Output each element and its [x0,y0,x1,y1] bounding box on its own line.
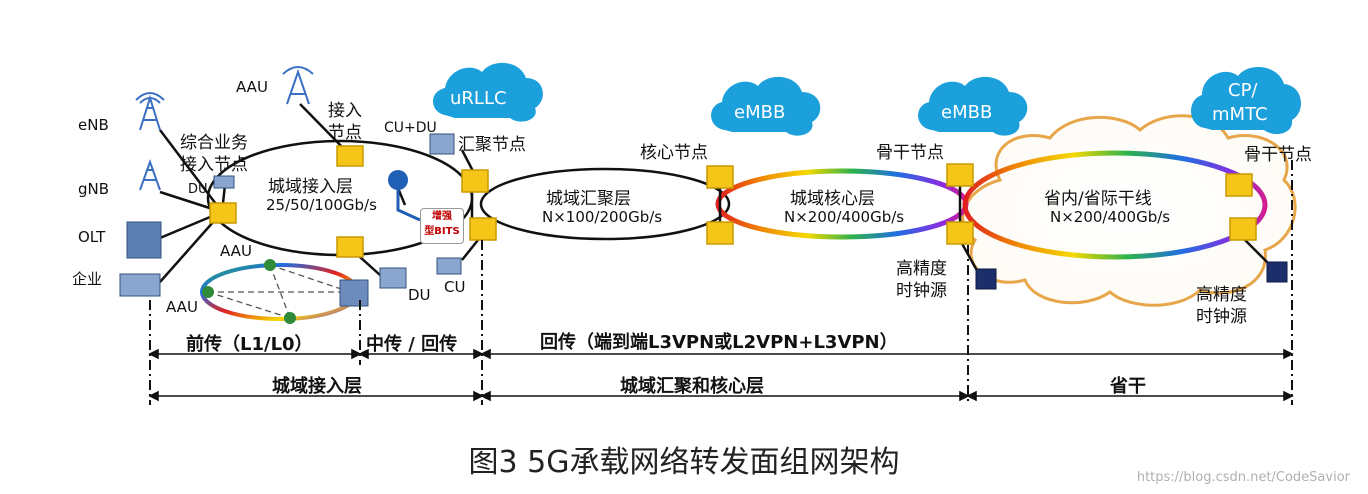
core-node-label: 核心节点 [640,143,708,163]
access-node-label-1: 接入 [328,101,362,121]
trunk-ring-rate: N×200/400Gb/s [1050,208,1171,226]
gnb-label: gNB [78,180,110,198]
aau-bottom-label: AAU [166,298,198,316]
node-access-top [336,145,364,167]
cloud-urllc-label: uRLLC [450,88,507,109]
du-right-label: DU [408,286,431,304]
enb-label: eNB [78,116,109,134]
node-core-bottom [706,221,734,245]
clock-source-label-1b: 时钟源 [896,281,947,301]
aau-top-label: AAU [236,78,268,96]
enhanced-bits-box: 增强 型BITS [420,208,464,244]
aggregation-ring-title: 城域汇聚层 [546,189,631,209]
figure-caption: 图3 5G承载网络转发面组网架构 [468,445,900,480]
clock-source-label-2b: 时钟源 [1196,307,1247,327]
bits-clock-icon [388,170,421,222]
cloud-embb-1 [711,76,821,136]
node-du-access [209,202,237,224]
span-fronthaul: 前传（L1/L0） [186,334,313,355]
device-icons [119,133,462,307]
aggregation-node-label: 汇聚节点 [458,135,526,155]
watermark: https://blog.csdn.net/CodeSavior [1136,470,1350,485]
node-backbone-top [946,163,974,187]
node-agg-bottom [469,217,497,241]
node-agg-top [461,169,489,193]
span-midhaul: 中传 / 回传 [366,334,458,355]
integrated-access-label-1: 综合业务 [180,133,248,153]
node-backbone2-top [1225,173,1253,197]
span-arrows [148,348,1294,402]
cu-label: CU [444,278,466,296]
aggregation-ring-rate: N×100/200Gb/s [542,208,663,226]
aau-antenna-icons [202,259,296,324]
clock-source-label-2a: 高精度 [1196,285,1247,305]
clock-source-label-1a: 高精度 [896,259,947,279]
olt-label: OLT [78,228,106,246]
router-nodes [209,145,1257,258]
cloud-cp-label: CP/ [1228,80,1258,101]
access-ring-title: 城域接入层 [268,177,353,197]
backbone-node-label-2: 骨干节点 [1244,145,1312,165]
node-core-top [706,165,734,189]
cloud-embb-1-label: eMBB [734,102,786,123]
clock-source-icons [975,261,1288,290]
cloud-urllc [432,62,543,122]
cloud-embb-2 [918,76,1028,136]
span-provincial-trunk: 省干 [1110,376,1146,397]
trunk-ring-title: 省内/省际干线 [1044,189,1152,209]
span-backhaul: 回传（端到端L3VPN或L2VPN+L3VPN） [540,332,898,353]
aau-mid-label: AAU [220,242,252,260]
cloud-mmtc-label: mMTC [1212,104,1268,125]
aggregation-ring [479,167,731,241]
node-backbone-bottom [946,221,974,245]
core-ring-title: 城域核心层 [790,189,875,209]
access-node-label-2: 节点 [328,123,362,143]
cloud-cp-mmtc [1191,66,1302,135]
section-dividers [149,160,1293,405]
node-backbone2-bottom [1229,217,1257,241]
bits-label-1: 增强 [432,211,452,222]
core-ring-rate: N×200/400Gb/s [784,208,905,226]
enterprise-label: 企业 [72,270,103,288]
access-ring-rate: 25/50/100Gb/s [266,196,377,214]
cloud-embb-2-label: eMBB [941,102,993,123]
du-left-label: DU [188,182,208,197]
backbone-node-label-1: 骨干节点 [876,143,944,163]
tower-icons [135,66,314,191]
span-metro-access: 城域接入层 [272,376,362,397]
fronthaul-dashed-links [207,264,351,319]
node-access-bottom [336,236,364,258]
bits-label-2: 型BITS [424,226,460,237]
integrated-access-label-2: 接入节点 [180,155,248,175]
cu-du-label: CU+DU [384,120,437,136]
span-metro-agg-core: 城域汇聚和核心层 [620,376,764,397]
trunk-ring [962,150,1268,260]
